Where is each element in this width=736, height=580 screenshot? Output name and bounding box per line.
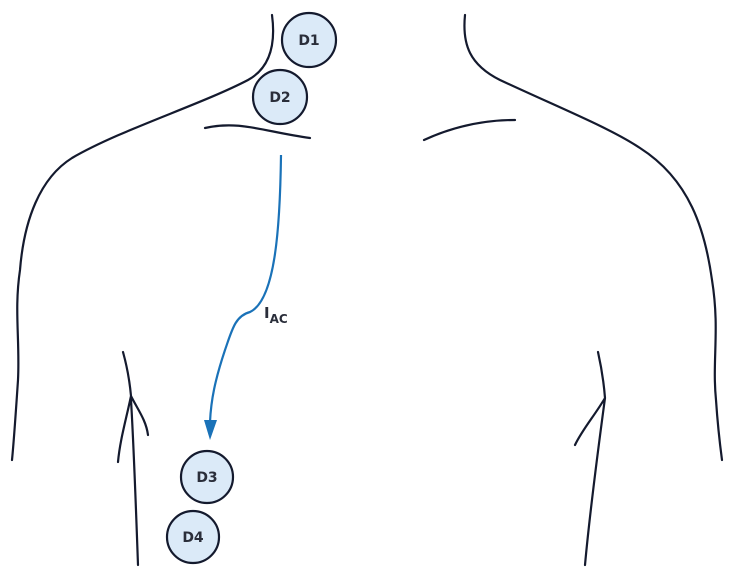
left-armpit — [116, 350, 150, 567]
left-clavicle — [203, 124, 312, 140]
current-label: IAC — [264, 304, 288, 326]
svg-text:D2: D2 — [269, 90, 290, 106]
svg-text:D4: D4 — [182, 530, 204, 546]
electrode-d1: D1 — [280, 11, 338, 69]
current-arrow: IAC — [204, 154, 288, 440]
svg-text:D1: D1 — [298, 33, 319, 49]
electrode-d4: D4 — [165, 509, 221, 565]
electrode-d3: D3 — [179, 449, 235, 505]
right-armpit — [573, 350, 607, 567]
svg-text:D3: D3 — [196, 470, 217, 486]
left-neck-shoulder-arm — [10, 13, 275, 462]
body-outline — [10, 13, 724, 567]
electrode-d2: D2 — [251, 68, 309, 126]
right-neck-shoulder-arm — [463, 13, 724, 462]
right-clavicle — [422, 118, 517, 142]
arrowhead-icon — [204, 420, 217, 440]
